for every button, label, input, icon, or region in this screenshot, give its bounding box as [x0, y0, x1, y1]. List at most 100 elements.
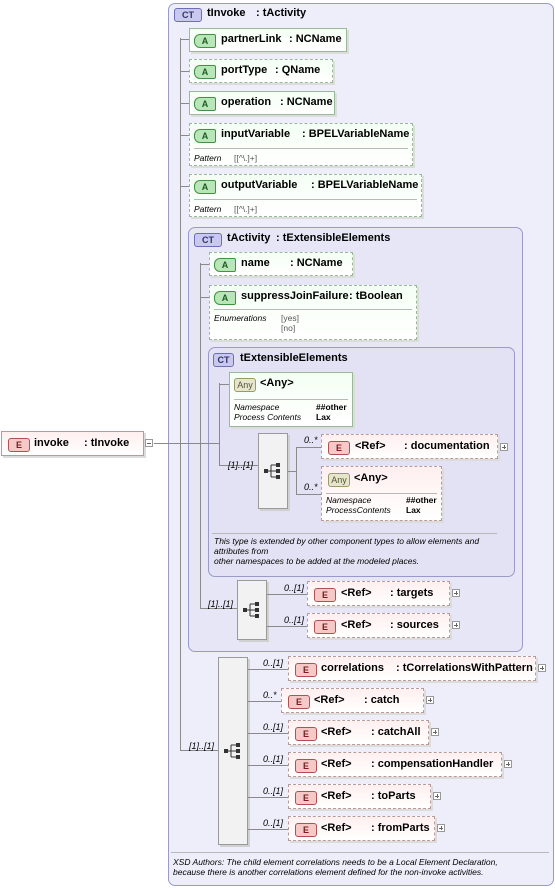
connector-line: [296, 447, 297, 494]
sequence-compositor[interactable]: [218, 657, 248, 845]
connector-line: [180, 186, 190, 187]
connector-line: [180, 39, 190, 40]
attribute-icon: A: [194, 65, 216, 79]
element-correlations[interactable]: E correlations : tCorrelationsWithPatter…: [288, 656, 536, 681]
attribute-icon: A: [194, 34, 216, 48]
expand-icon[interactable]: [452, 621, 460, 629]
sequence-compositor[interactable]: [237, 580, 267, 640]
connector-line: [267, 594, 308, 595]
textensible-note-line: other namespaces to be added at the mode…: [214, 556, 420, 566]
connector-line: [248, 669, 289, 670]
connector-line: [267, 626, 308, 627]
expand-icon[interactable]: [437, 824, 445, 832]
element-invoke-root[interactable]: E invoke : tInvoke: [1, 431, 144, 456]
attribute-partnerlink[interactable]: A partnerLink : NCName: [189, 28, 347, 52]
textensible-title: tExtensibleElements: [240, 352, 348, 364]
attribute-icon: A: [194, 180, 216, 194]
facet-separator: [214, 309, 412, 310]
cardinality-label: 0..[1]: [263, 786, 284, 796]
attribute-inputvariable[interactable]: A inputVariable : BPELVariableName Patte…: [189, 123, 413, 166]
any-icon: Any: [234, 378, 256, 392]
sequence-icon: [243, 601, 260, 619]
connector-line: [180, 71, 190, 72]
any-element[interactable]: Any <Any> Namespace ##other ProcessConte…: [321, 466, 442, 521]
connector-line: [200, 443, 219, 444]
textensible-note-line: This type is extended by other component…: [214, 536, 480, 546]
expand-icon[interactable]: [452, 589, 460, 597]
connector-line: [154, 443, 168, 444]
expand-icon[interactable]: [433, 792, 441, 800]
connector-line: [200, 297, 210, 298]
tinvoke-base: : tActivity: [256, 7, 307, 19]
element-fromparts[interactable]: E <Ref> : fromParts: [288, 816, 435, 841]
element-catch[interactable]: E <Ref> : catch: [281, 688, 424, 713]
cardinality-label: 0..[1]: [263, 722, 284, 732]
element-icon: E: [295, 663, 317, 677]
connector-line: [180, 135, 190, 136]
sequence-compositor[interactable]: [258, 433, 288, 509]
attribute-icon: A: [194, 129, 216, 143]
complex-type-badge: CT: [174, 8, 202, 22]
attribute-operation[interactable]: A operation : NCName: [189, 91, 335, 115]
element-icon: E: [295, 823, 317, 837]
cardinality-label: [1]..[1]: [228, 460, 254, 470]
connector-line: [248, 765, 289, 766]
expand-icon[interactable]: [431, 728, 439, 736]
textensible-note-line: attributes from: [214, 546, 269, 556]
cardinality-label: 0..[1]: [284, 583, 305, 593]
attribute-outputvariable[interactable]: A outputVariable : BPELVariableName Patt…: [189, 174, 422, 217]
tinvoke-title: tInvoke: [207, 7, 246, 19]
cardinality-label: 0..*: [304, 435, 318, 445]
connector-line: [188, 443, 200, 444]
cardinality-label: 0..*: [263, 690, 277, 700]
attribute-icon: A: [194, 97, 216, 111]
connector-line: [180, 38, 181, 750]
complex-type-badge: CT: [213, 353, 234, 367]
facet-separator: [234, 399, 348, 400]
element-icon: E: [295, 791, 317, 805]
note-separator: [171, 852, 549, 853]
connector-line: [219, 465, 259, 466]
element-icon: E: [8, 438, 30, 452]
connector-line: [200, 264, 210, 265]
any-attribute[interactable]: Any <Any> Namespace ##other Process Cont…: [229, 372, 353, 427]
connector-line: [168, 443, 180, 444]
attribute-name[interactable]: A name : NCName: [209, 252, 353, 276]
element-toparts[interactable]: E <Ref> : toParts: [288, 784, 431, 809]
element-targets[interactable]: E <Ref> : targets: [307, 581, 450, 606]
attribute-suppressjoinfailure[interactable]: A suppressJoinFailure : tBoolean Enumera…: [209, 285, 417, 340]
tinvoke-note-line: XSD Authors: The child element correlati…: [173, 857, 498, 867]
element-documentation[interactable]: E <Ref> : documentation: [321, 434, 498, 459]
connector-line: [296, 494, 321, 495]
cardinality-label: 0..*: [304, 482, 318, 492]
facet-separator: [194, 148, 408, 149]
expand-icon[interactable]: [426, 696, 434, 704]
expand-icon[interactable]: [500, 443, 508, 451]
expand-icon[interactable]: [504, 760, 512, 768]
sequence-icon: [224, 742, 241, 760]
element-sources[interactable]: E <Ref> : sources: [307, 613, 450, 638]
connector-line: [248, 701, 282, 702]
cardinality-label: [1]..[1]: [208, 599, 234, 609]
element-icon: E: [295, 759, 317, 773]
connector-line: [288, 471, 296, 472]
cardinality-label: 0..[1]: [284, 615, 305, 625]
tactivity-base: : tExtensibleElements: [276, 232, 391, 244]
collapse-icon[interactable]: [145, 439, 153, 447]
connector-line: [248, 829, 289, 830]
cardinality-label: 0..[1]: [263, 818, 284, 828]
attribute-porttype[interactable]: A portType : QName: [189, 59, 333, 83]
connector-line: [200, 608, 238, 609]
element-icon: E: [288, 695, 310, 709]
connector-line: [200, 263, 201, 608]
element-compensationhandler[interactable]: E <Ref> : compensationHandler: [288, 752, 502, 777]
note-separator: [212, 533, 497, 534]
expand-icon[interactable]: [538, 664, 546, 672]
connector-line: [180, 103, 190, 104]
element-icon: E: [328, 441, 350, 455]
connector-line: [296, 447, 321, 448]
attribute-icon: A: [214, 291, 236, 305]
element-catchall[interactable]: E <Ref> : catchAll: [288, 720, 429, 745]
element-icon: E: [295, 727, 317, 741]
facet-separator: [194, 199, 417, 200]
